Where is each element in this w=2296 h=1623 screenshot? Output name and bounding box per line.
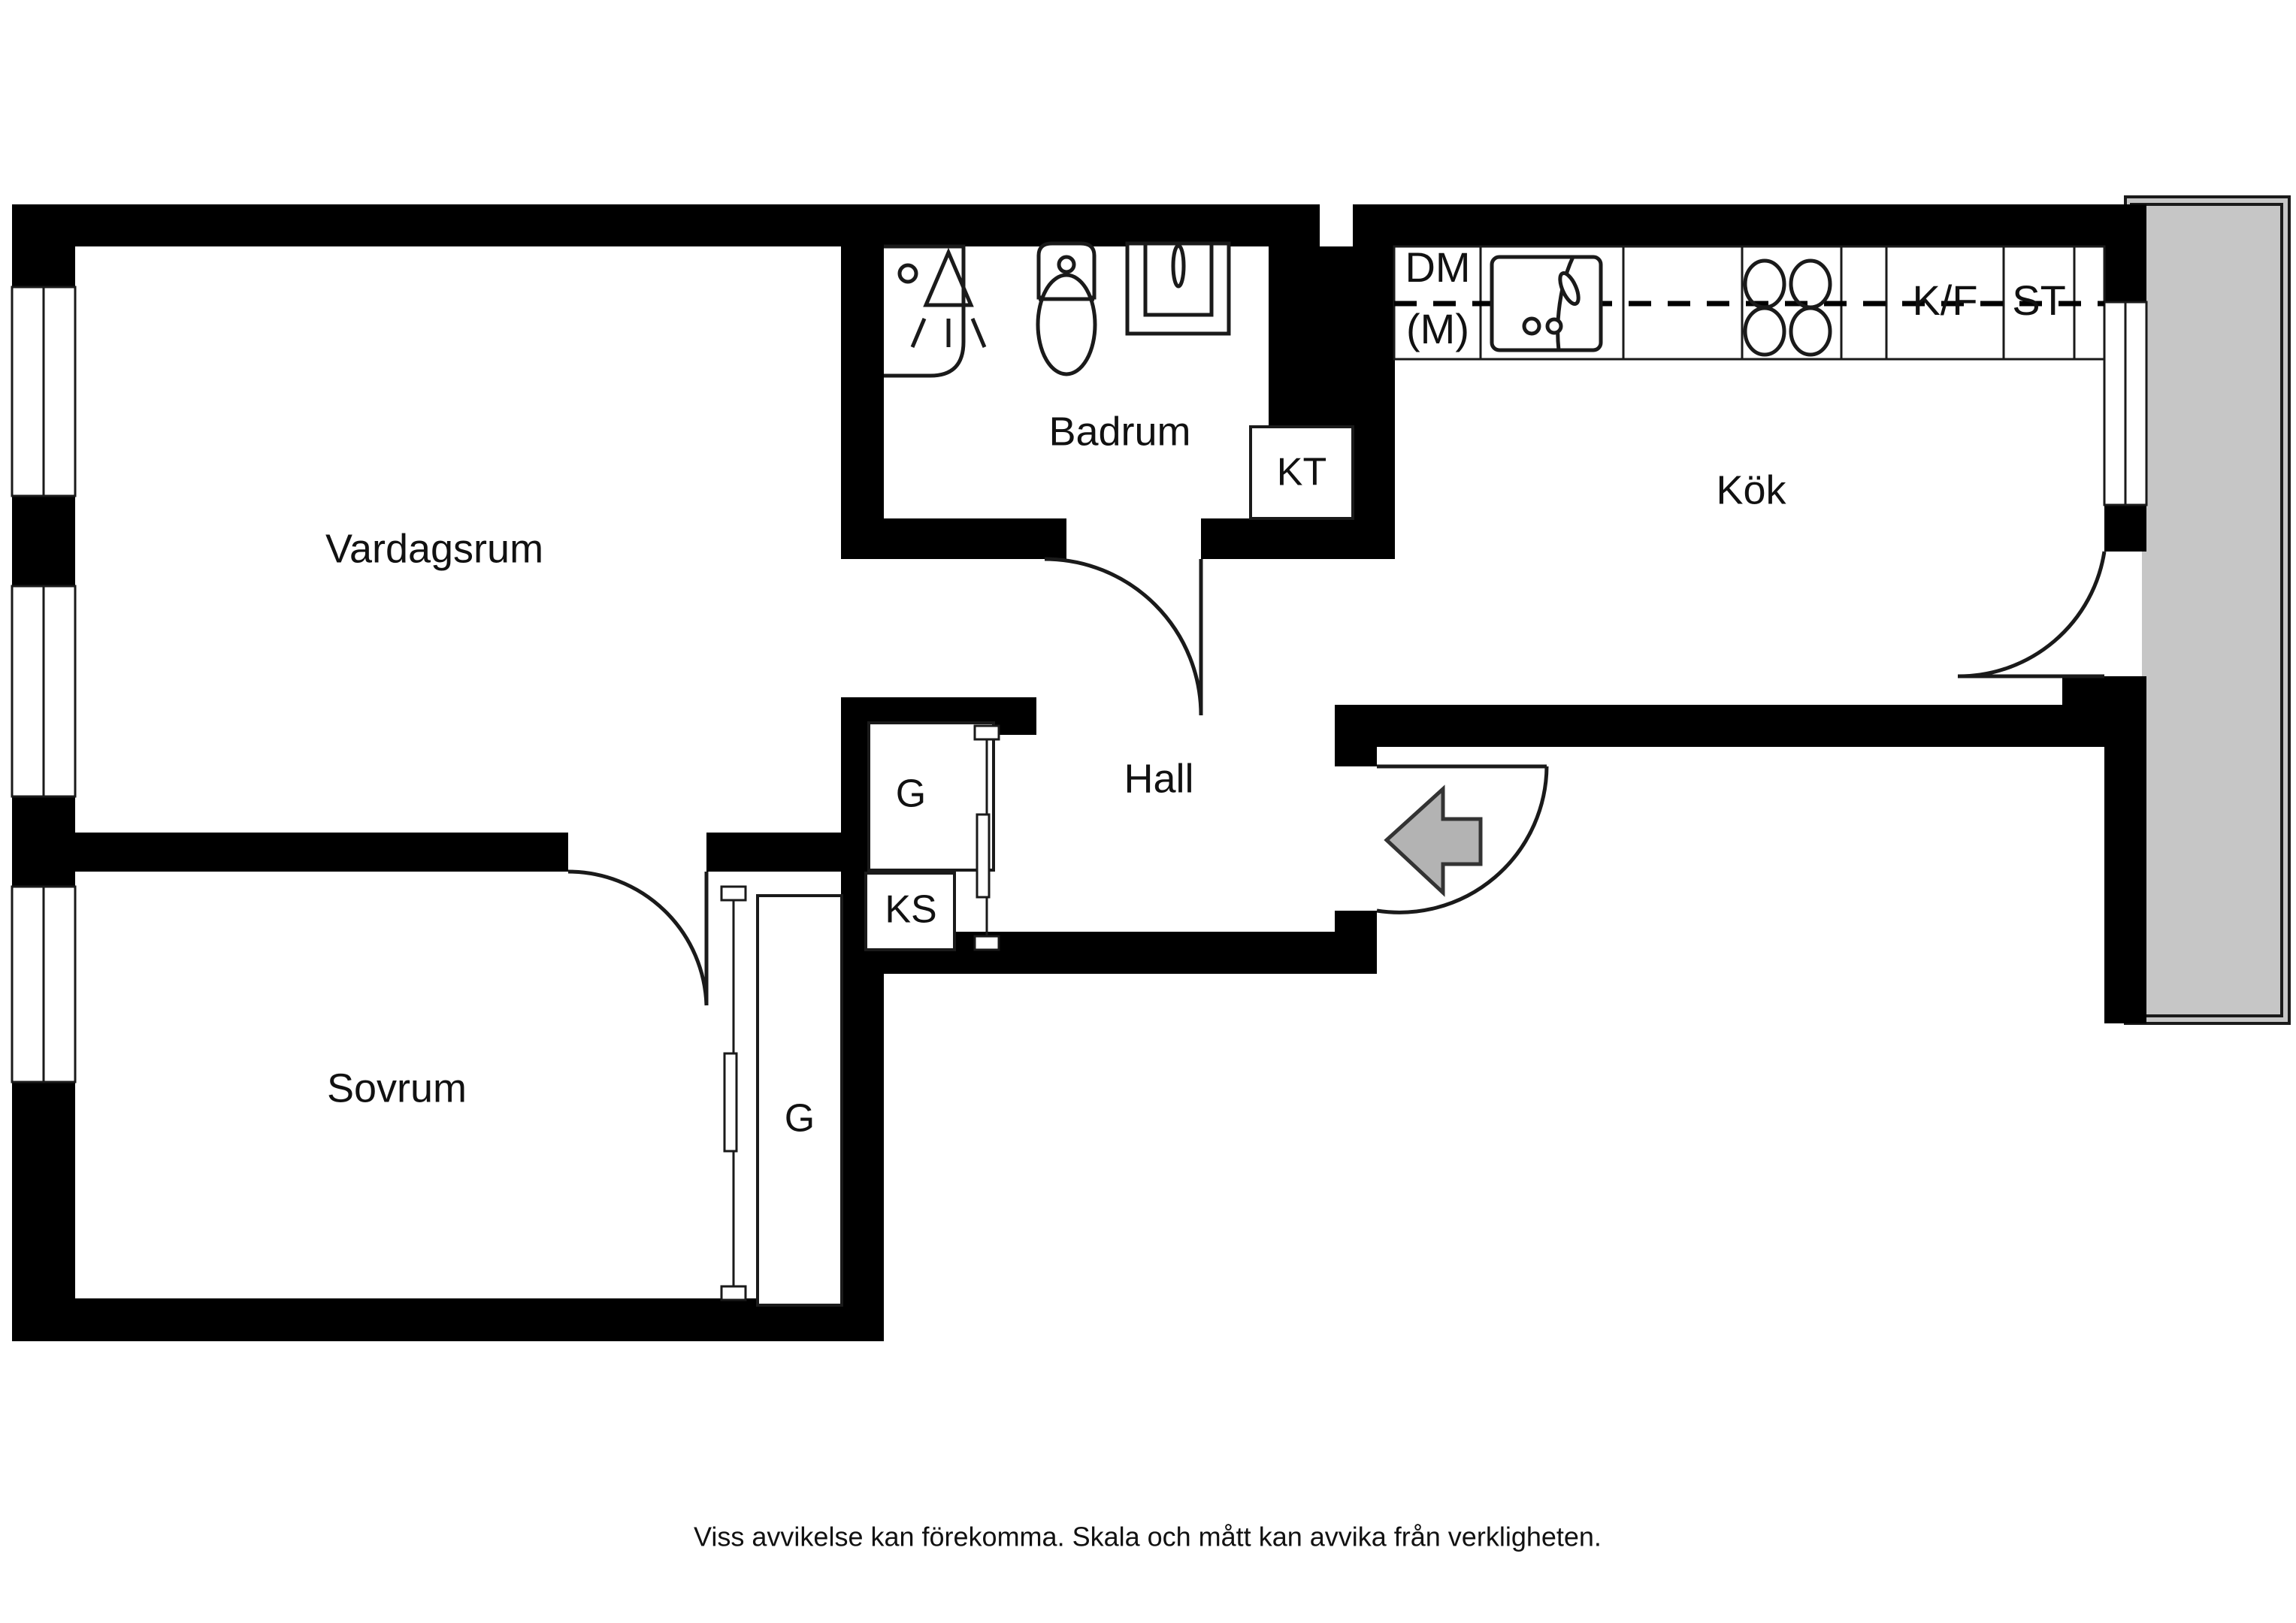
room-label-kok: Kök [1716, 467, 1786, 512]
storage-g-hall-label: G [896, 772, 926, 816]
entrance-door[interactable] [1376, 764, 1549, 914]
storage-kt: KT [1249, 425, 1354, 520]
room-label-sovrum: Sovrum [327, 1065, 467, 1111]
balcony-area [2124, 195, 2291, 1025]
toilet-icon [1036, 241, 1097, 376]
storage-g-sovrum: G [756, 894, 843, 1307]
storage-ks-label: KS [885, 888, 936, 932]
appliance-dm-label-line1: DM [1405, 243, 1470, 291]
window-kitchen-balcony [2103, 301, 2148, 506]
sliding-door-hall-closet[interactable] [973, 724, 1000, 951]
window-living-2 [11, 585, 77, 798]
washbasin-icon [1125, 241, 1231, 336]
storage-kt-label: KT [1277, 451, 1326, 494]
kitchen-sink-icon [1490, 255, 1603, 352]
appliance-dm: DM (M) [1405, 243, 1470, 352]
sliding-door-bedroom-closet[interactable] [720, 885, 747, 1301]
storage-ks: KS [864, 872, 956, 951]
room-label-badrum: Badrum [1048, 409, 1190, 454]
room-label-vardagsrum: Vardagsrum [325, 526, 543, 571]
bedroom-door[interactable] [567, 869, 709, 1006]
storage-g-hall: G [867, 721, 995, 872]
appliance-kf-label: K/F [1912, 277, 1977, 324]
bathroom-fixtures [884, 241, 1231, 378]
appliance-st-label: ST [2012, 277, 2066, 324]
appliance-dm-label-line2: (M) [1406, 305, 1469, 352]
window-bedroom-1 [11, 885, 77, 1084]
entry-arrow-icon [1384, 784, 1483, 897]
shower-icon [884, 244, 987, 378]
balcony-door[interactable] [1957, 551, 2107, 679]
room-label-hall: Hall [1124, 756, 1193, 801]
walls [12, 204, 2146, 1341]
stovetop-icon [1743, 258, 1832, 357]
storage-g-sovrum-label: G [785, 1097, 815, 1141]
window-living-1 [11, 286, 77, 497]
kitchen-counter-run: DM (M) K/F ST [1393, 243, 2106, 361]
bathroom-door[interactable] [1044, 557, 1203, 716]
disclaimer-caption: Viss avvikelse kan förekomma. Skala och … [694, 1522, 1602, 1552]
